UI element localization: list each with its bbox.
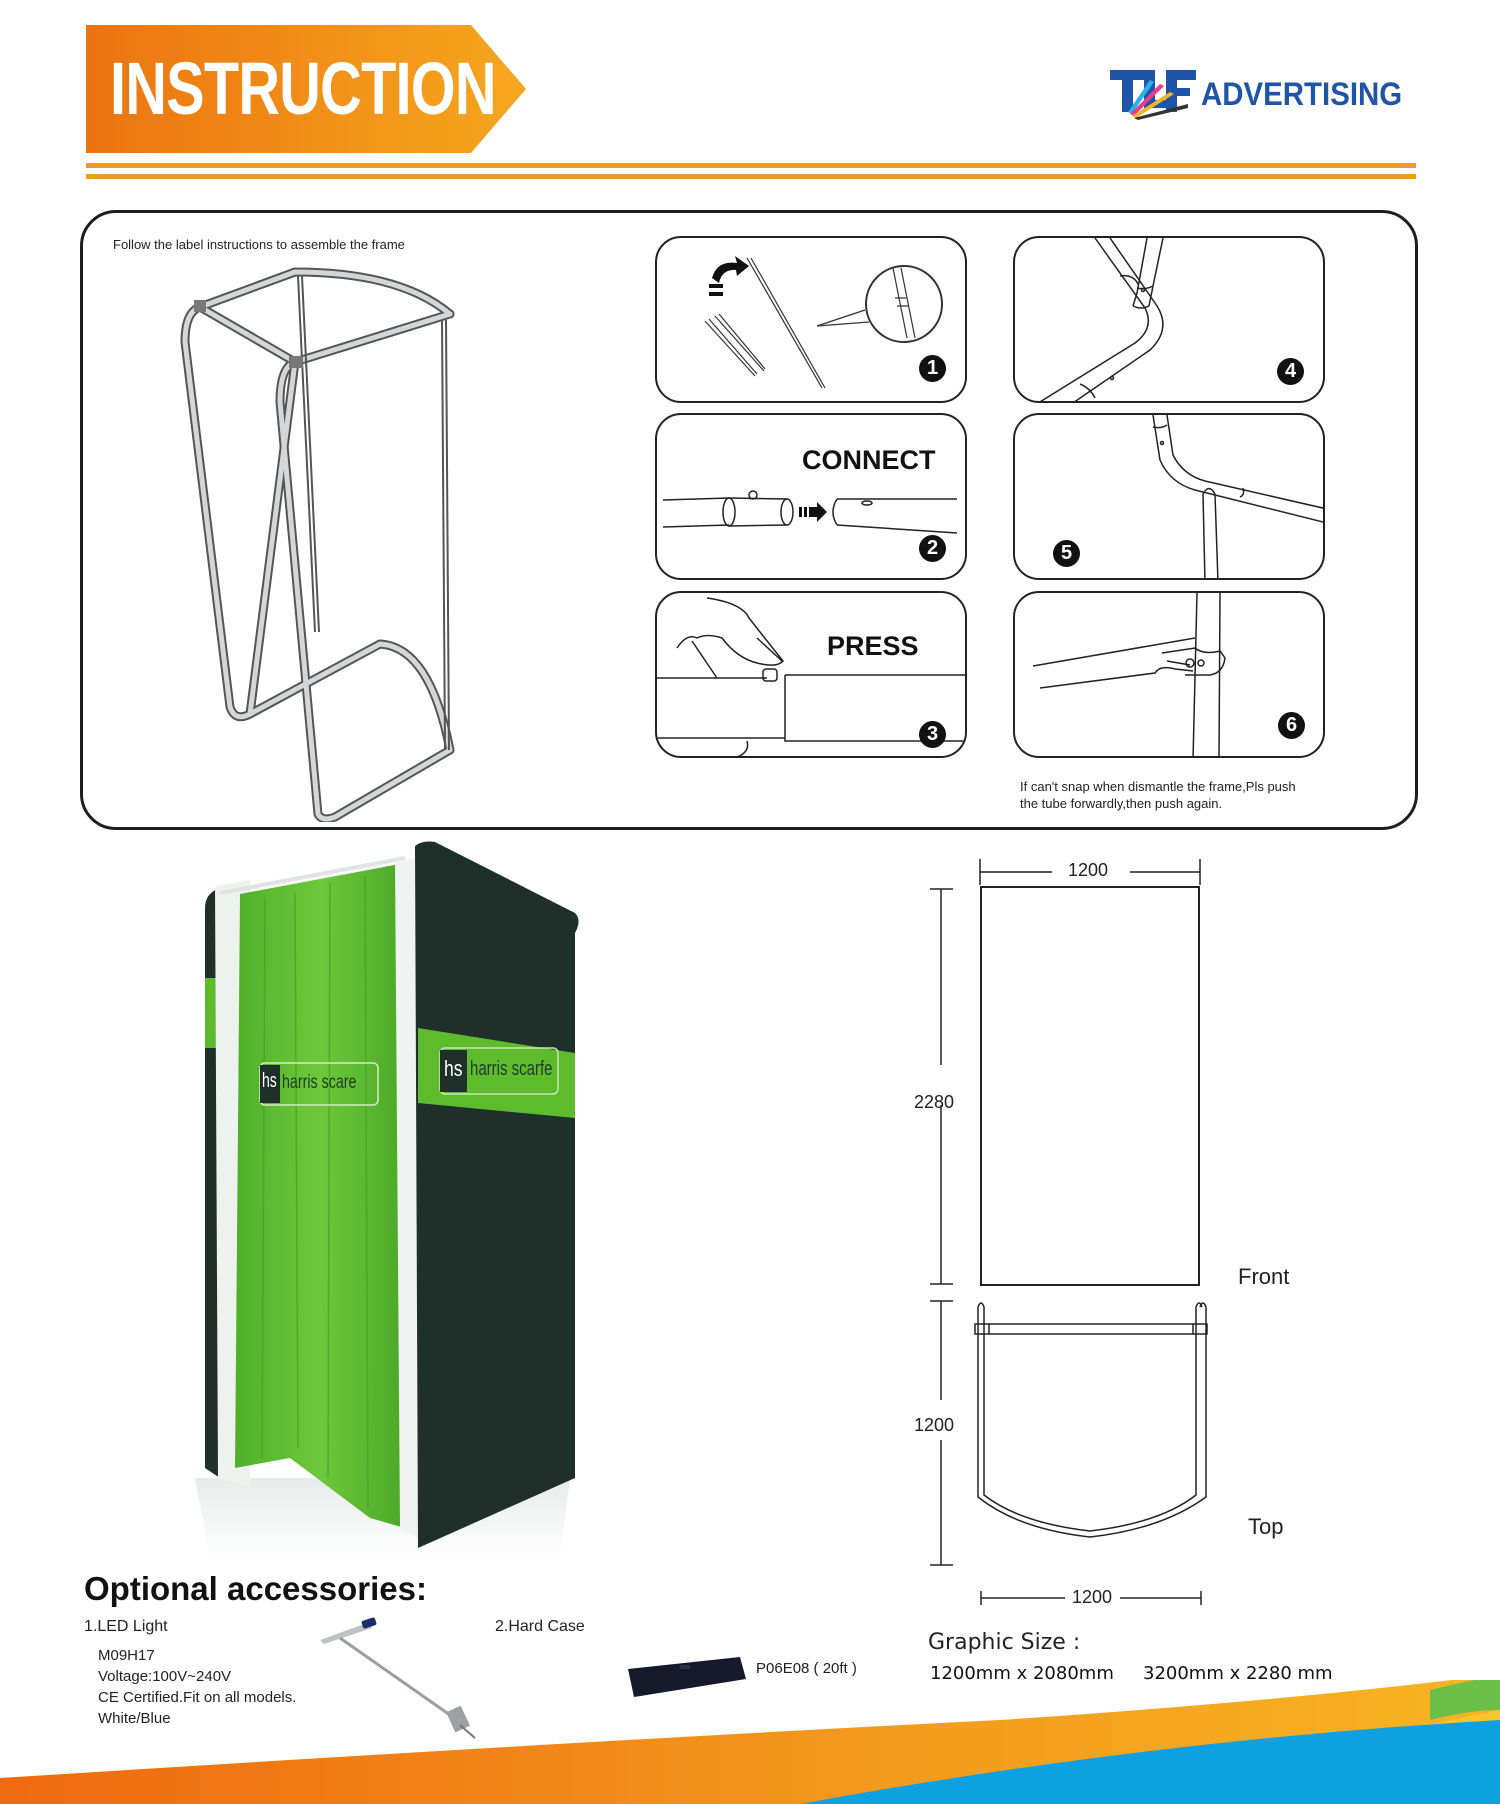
led-color: White/Blue bbox=[98, 1710, 171, 1727]
curtain-logo-text: harris scare bbox=[282, 1072, 357, 1093]
led-voltage: Voltage:100V~240V bbox=[98, 1668, 232, 1685]
hard-case-code: P06E08 ( 20ft ) bbox=[756, 1660, 857, 1677]
company-logo: ADVERTISING bbox=[1108, 66, 1408, 122]
front-view-label: Front bbox=[1238, 1264, 1290, 1289]
snap-release-illustration bbox=[1032, 593, 1226, 756]
note-line-1: If can't snap when dismantle the frame,P… bbox=[1020, 779, 1296, 794]
curtain-logo-mark: hs bbox=[262, 1070, 277, 1092]
header-rule-bottom bbox=[86, 174, 1416, 179]
step-4-panel: 4 bbox=[1013, 236, 1325, 403]
instruction-banner: INSTRUCTION bbox=[86, 25, 526, 153]
page-title: INSTRUCTION bbox=[110, 47, 497, 130]
step-6-panel: 6 bbox=[1013, 591, 1325, 758]
arrow-right-icon bbox=[799, 502, 827, 522]
tee-joint-illustration bbox=[1152, 415, 1323, 578]
graphic-size-title: Graphic Size : bbox=[928, 1630, 1081, 1655]
step-word-connect: CONNECT bbox=[802, 445, 936, 475]
front-height-label: 2280 bbox=[914, 1092, 955, 1112]
accessories-title: Optional accessories: bbox=[84, 1570, 427, 1607]
assembly-intro-text: Follow the label instructions to assembl… bbox=[113, 237, 405, 252]
connect-tubes-illustration bbox=[662, 490, 958, 534]
step-number-badge: 3 bbox=[919, 721, 946, 748]
led-light-specs: M09H17 Voltage:100V~240V CE Certified.Fi… bbox=[98, 1645, 296, 1729]
press-button-illustration bbox=[657, 597, 965, 756]
footer-wave bbox=[0, 1680, 1500, 1804]
top-width-label: 1200 bbox=[1072, 1587, 1113, 1607]
corner-joint-illustration bbox=[1040, 238, 1164, 401]
side-logo-mark: hs bbox=[444, 1056, 463, 1081]
graphic-size-2: 3200mm x 2280 mm bbox=[1143, 1663, 1333, 1684]
step-word-press: PRESS bbox=[827, 631, 919, 661]
step-5-panel: 5 bbox=[1013, 413, 1325, 580]
changing-booth-photo: hs harris scarfe hs harris scare bbox=[190, 838, 590, 1558]
pole-parts-illustration bbox=[704, 256, 943, 389]
tlf-logo-mark-icon bbox=[1110, 70, 1196, 120]
step-3-panel: PRESS 3 bbox=[655, 591, 967, 758]
header-rule-top bbox=[86, 163, 1416, 168]
top-view-label: Top bbox=[1248, 1514, 1284, 1539]
step-number-badge: 2 bbox=[919, 535, 946, 562]
note-line-2: the tube forwardly,then push again. bbox=[1020, 796, 1223, 811]
front-width-label: 1200 bbox=[1068, 860, 1109, 880]
rotate-arrow-icon bbox=[712, 256, 749, 283]
side-logo-text: harris scarfe bbox=[470, 1058, 553, 1080]
assembly-instructions-panel bbox=[80, 210, 1418, 830]
step-number-badge: 6 bbox=[1278, 712, 1305, 739]
frame-illustration bbox=[180, 267, 455, 822]
graphic-size-1: 1200mm x 2080mm bbox=[930, 1663, 1114, 1684]
hard-case-icon bbox=[628, 1657, 746, 1697]
top-depth-label: 1200 bbox=[914, 1415, 955, 1435]
led-cert: CE Certified.Fit on all models. bbox=[98, 1689, 297, 1706]
accessory-hard-case-label: 2.Hard Case bbox=[495, 1618, 585, 1635]
step-number-badge: 4 bbox=[1277, 358, 1304, 385]
booth-illustration bbox=[195, 841, 579, 1558]
step-1-panel: 1 bbox=[655, 236, 967, 403]
step-number-badge: 1 bbox=[919, 355, 946, 382]
accessory-led-light-label: 1.LED Light bbox=[84, 1618, 168, 1635]
step-2-panel: CONNECT 2 bbox=[655, 413, 967, 580]
arrow-banner-shape bbox=[86, 25, 526, 153]
step-number-badge: 5 bbox=[1053, 540, 1080, 567]
logo-text: ADVERTISING bbox=[1201, 76, 1403, 112]
dimension-drawing bbox=[930, 859, 1208, 1605]
dismantle-note: If can't snap when dismantle the frame,P… bbox=[1020, 778, 1380, 812]
led-model: M09H17 bbox=[98, 1647, 155, 1664]
led-light-icon bbox=[320, 1617, 476, 1739]
